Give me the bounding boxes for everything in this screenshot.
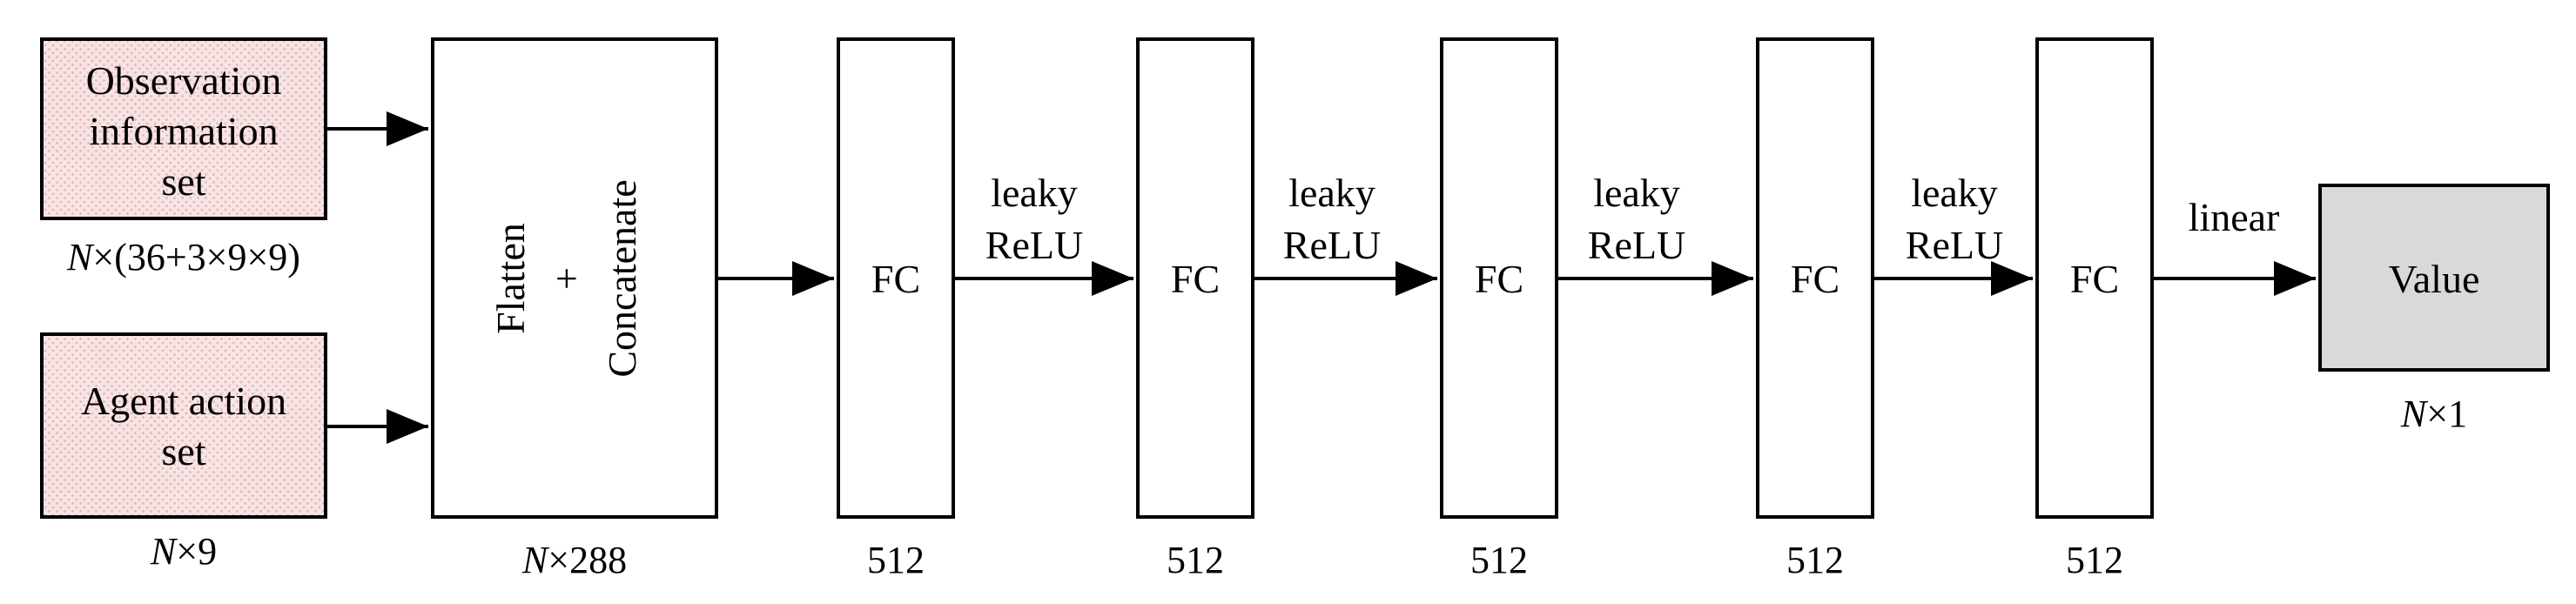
activation-line2: ReLU — [985, 223, 1083, 267]
activation-line2: ReLU — [1906, 223, 2003, 267]
fc-layer-1: FC — [837, 37, 955, 519]
fc-layer-5: FC — [2035, 37, 2154, 519]
activation-line1: leaky — [991, 171, 1078, 215]
value-output-box: Value — [2318, 184, 2550, 372]
fc-size: 512 — [2066, 539, 2123, 581]
observation-input-box: Observation information set — [40, 37, 327, 220]
linear-activation-label: linear — [2189, 195, 2280, 239]
observation-label-line1: Observation — [86, 58, 282, 103]
action-shape: N×9 — [150, 530, 217, 573]
fc-size: 512 — [1470, 539, 1528, 581]
fc-size: 512 — [1786, 539, 1844, 581]
activation-line2: ReLU — [1283, 223, 1381, 267]
concatenate-label: Concatenate — [600, 179, 644, 377]
activation-line1: leaky — [1593, 171, 1680, 215]
fc-size: 512 — [1167, 539, 1224, 581]
value-label: Value — [2389, 257, 2480, 301]
fc-layer-2: FC — [1136, 37, 1254, 519]
plus-label: + — [544, 267, 589, 290]
fc-label: FC — [1171, 257, 1220, 301]
concat-shape: N×288 — [521, 539, 627, 581]
activation-line1: leaky — [1288, 171, 1375, 215]
fc-size: 512 — [867, 539, 925, 581]
activation-line1: leaky — [1911, 171, 1998, 215]
flatten-concatenate-block: Flatten + Concatenate — [431, 37, 718, 519]
fc-label: FC — [2070, 257, 2119, 301]
action-input-box: Agent action set — [40, 332, 327, 519]
fc-layer-3: FC — [1440, 37, 1558, 519]
observation-label-line2: information — [89, 109, 278, 153]
fc-layer-4: FC — [1756, 37, 1874, 519]
fc-label: FC — [871, 257, 920, 301]
observation-label-line3: set — [161, 159, 205, 204]
flatten-label: Flatten — [488, 223, 533, 334]
action-label-line2: set — [161, 429, 205, 473]
fc-label: FC — [1791, 257, 1840, 301]
output-shape: N×1 — [2400, 393, 2467, 435]
fc-label: FC — [1475, 257, 1523, 301]
action-label-line1: Agent action — [81, 379, 286, 423]
observation-shape: N×(36+3×9×9) — [66, 236, 300, 279]
activation-line2: ReLU — [1588, 223, 1685, 267]
